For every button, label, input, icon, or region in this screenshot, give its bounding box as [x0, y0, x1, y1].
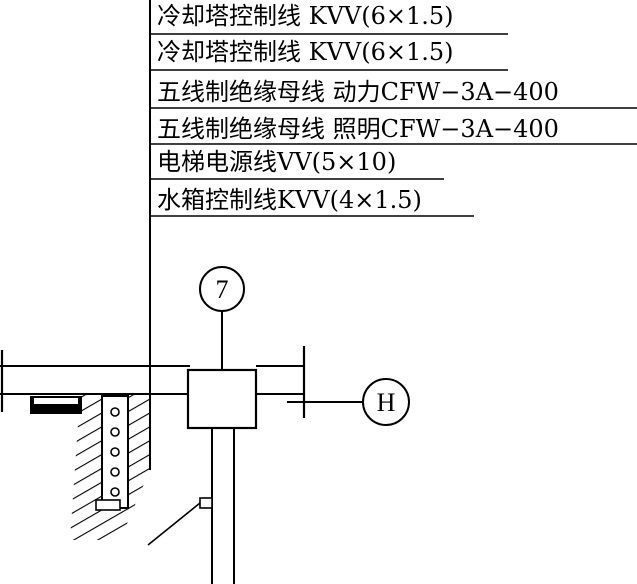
marker-h: H — [362, 378, 410, 426]
marker-label: H — [377, 388, 396, 417]
marker-7: 7 — [199, 266, 245, 312]
right-busway — [256, 346, 306, 418]
vertical-riser — [199, 428, 235, 584]
cable-label-text: 水箱控制线KVV(4×1.5) — [157, 186, 422, 214]
cable-label-item: 水箱控制线KVV(4×1.5) — [150, 186, 474, 217]
marker-label: 7 — [216, 275, 229, 304]
cable-label-text: 电梯电源线VV(5×10) — [157, 148, 396, 176]
cable-label-list: 冷却塔控制线 KVV(6×1.5) 冷却塔控制线 KVV(6×1.5) 五线制绝… — [150, 2, 637, 217]
cable-label-text: 冷却塔控制线 KVV(6×1.5) — [157, 38, 454, 66]
cable-tray-ladder — [30, 395, 129, 511]
cable-label-item: 电梯电源线VV(5×10) — [150, 148, 444, 180]
cable-label-text: 五线制绝缘母线 动力CFW−3A−400 — [157, 78, 559, 106]
riser-leader-line — [147, 502, 201, 546]
cable-label-text: 冷却塔控制线 KVV(6×1.5) — [157, 2, 454, 30]
cable-label-text: 五线制绝缘母线 照明CFW−3A−400 — [157, 115, 559, 143]
cable-label-item: 五线制绝缘母线 动力CFW−3A−400 — [150, 78, 637, 109]
junction-box — [186, 368, 258, 430]
cable-label-item: 五线制绝缘母线 照明CFW−3A−400 — [150, 115, 637, 145]
cable-label-item: 冷却塔控制线 KVV(6×1.5) — [150, 38, 508, 71]
cable-label-item: 冷却塔控制线 KVV(6×1.5) — [150, 2, 508, 35]
